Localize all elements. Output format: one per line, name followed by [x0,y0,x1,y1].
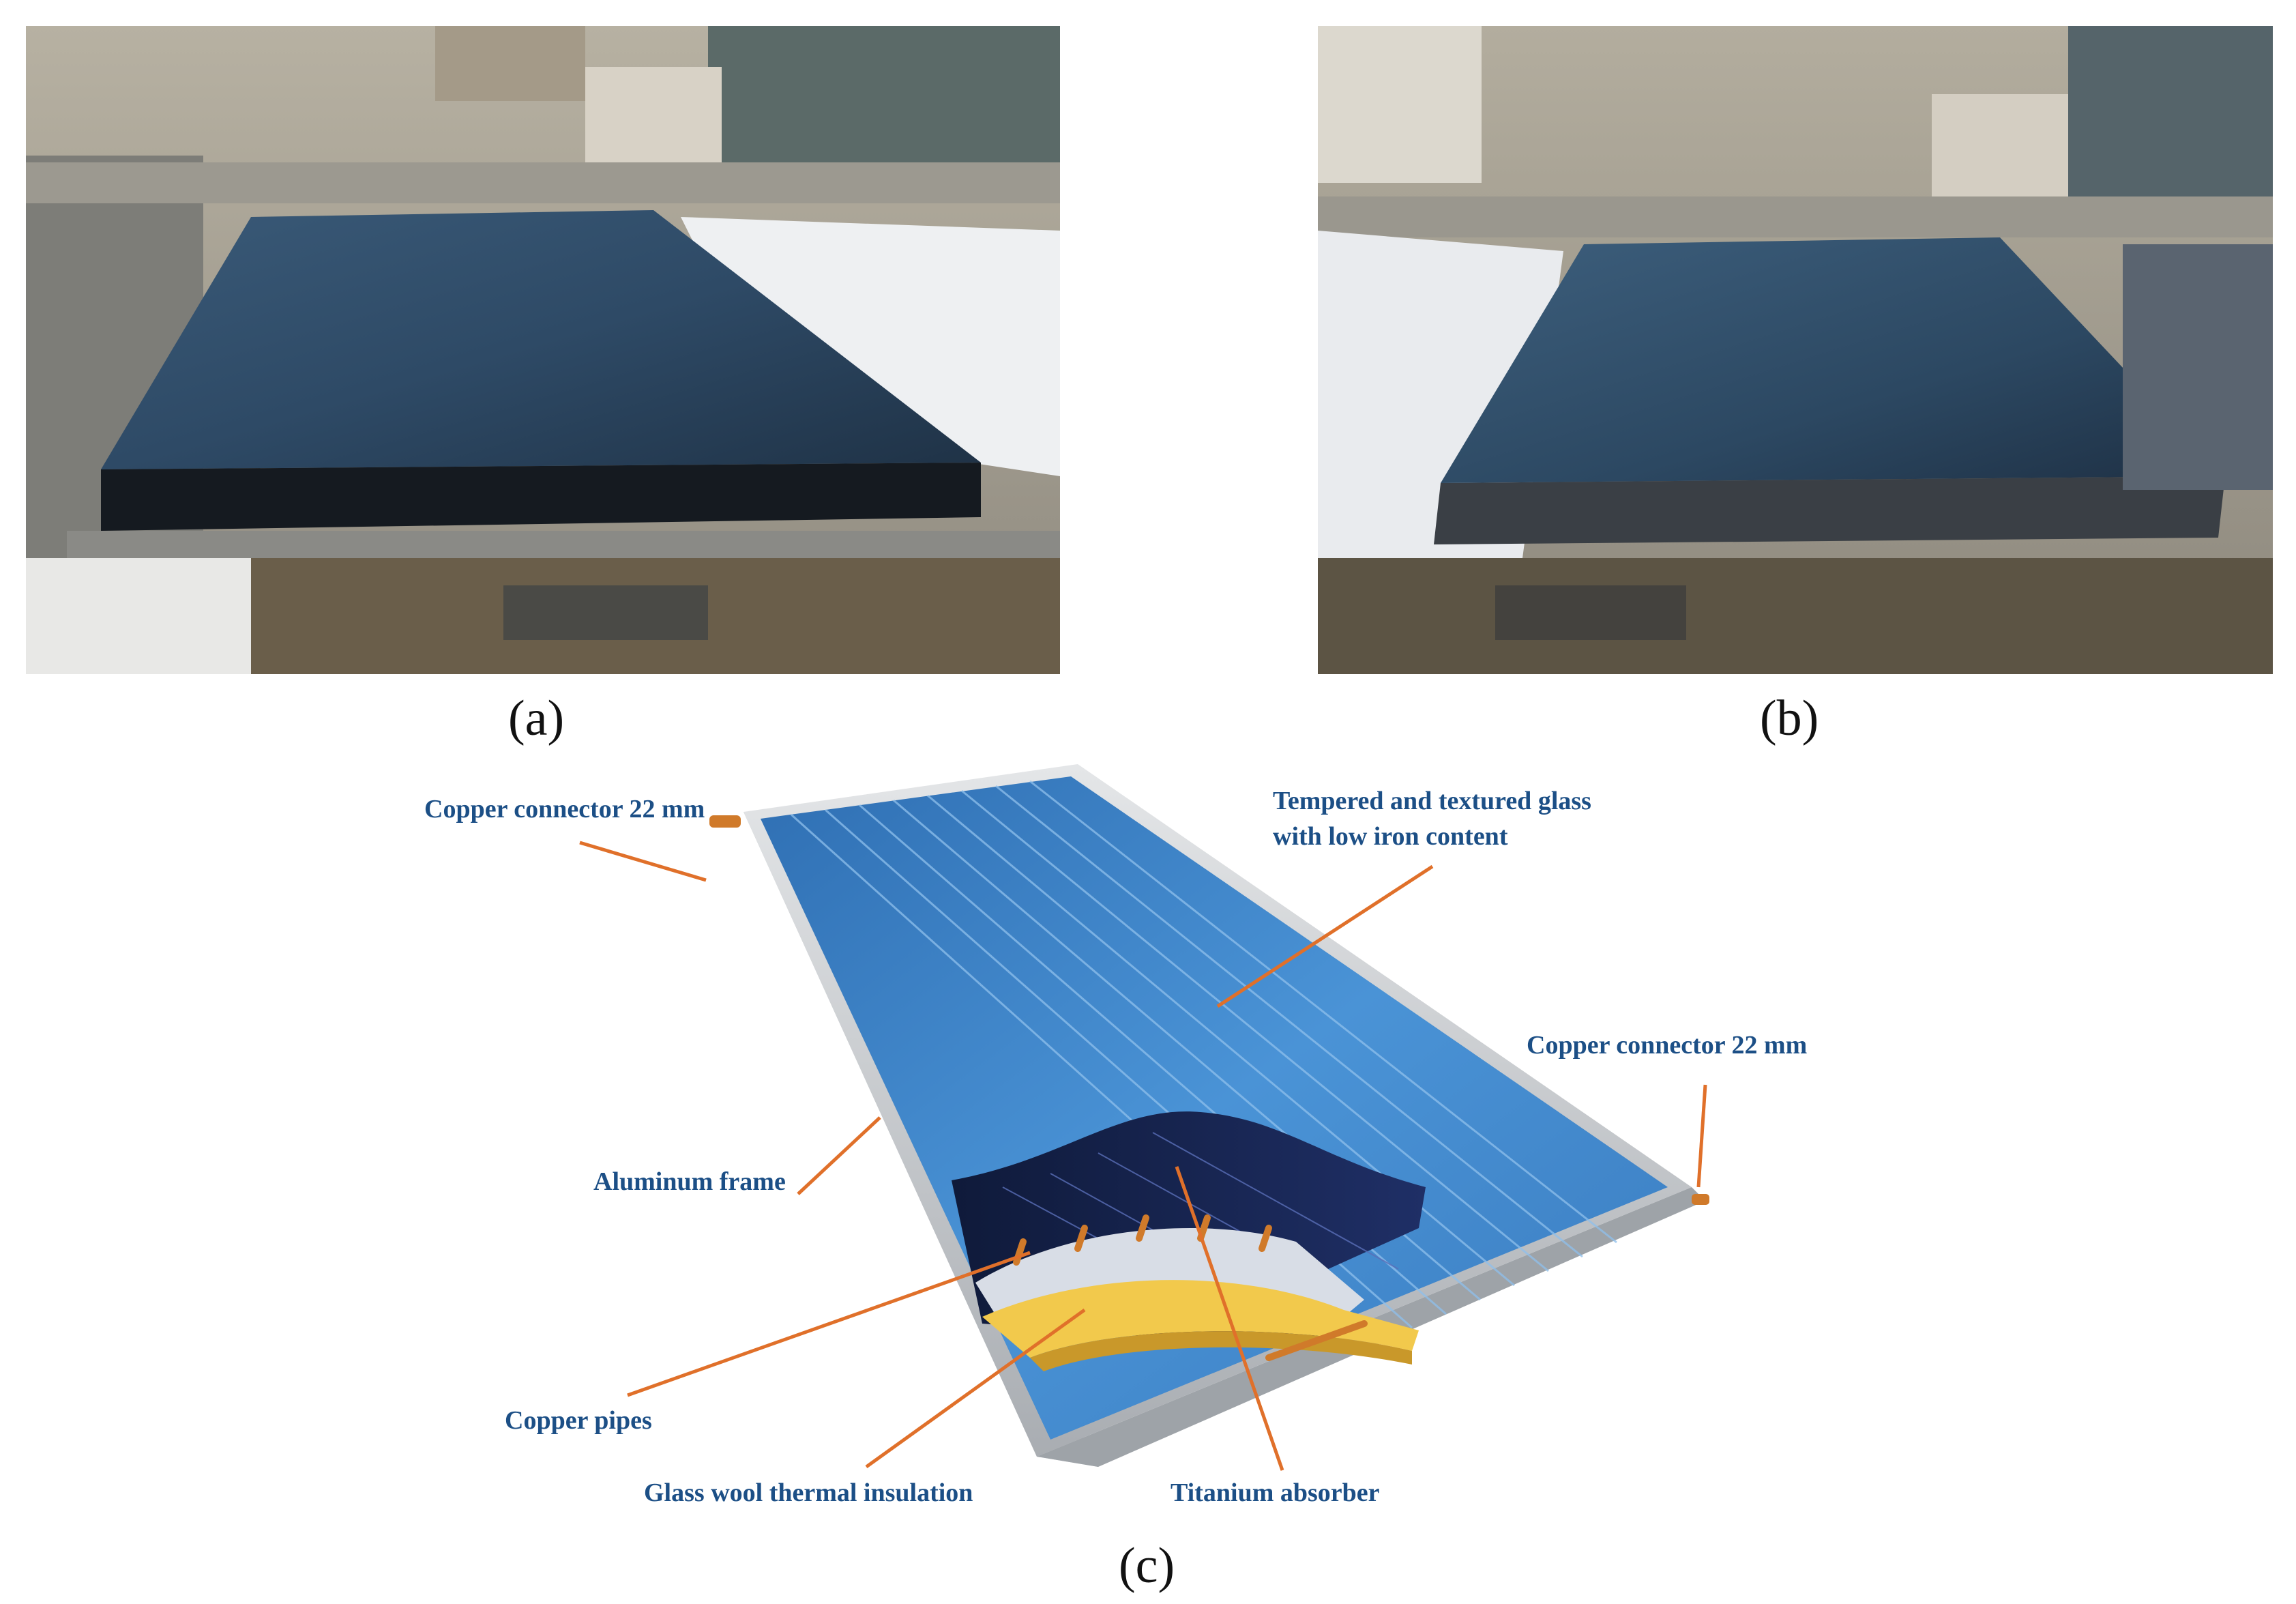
caption-c: (c) [1119,1538,1175,1594]
photo-collector-rooftop-a [26,26,1060,674]
label-glass-wool: Glass wool thermal insulation [644,1478,973,1507]
label-glass-line1: Tempered and textured glass [1273,787,1591,815]
leader-lines [579,841,1707,1471]
caption-a: (a) [508,690,565,746]
cutaway-illustration [579,764,1709,1471]
label-titanium-absorber: Titanium absorber [1171,1478,1380,1507]
label-glass-line2: with low iron content [1273,822,1508,851]
label-copper-pipes: Copper pipes [505,1406,652,1435]
photo-a-illustration [26,26,1060,674]
photo-collector-rooftop-b [1318,26,2273,674]
caption-b: (b) [1760,690,1819,746]
label-copper-connector-right: Copper connector 22 mm [1527,1031,1808,1060]
photo-b-illustration [1318,26,2273,674]
solar-collector-cutaway-diagram: Copper connector 22 mm Tempered and text… [0,723,2296,1535]
label-aluminum-frame: Aluminum frame [593,1167,786,1196]
copper-connector-right [1692,1194,1709,1205]
glass-wool-insulation [982,1280,1419,1358]
copper-connector-left [709,815,741,828]
label-copper-connector-left: Copper connector 22 mm [424,795,705,823]
